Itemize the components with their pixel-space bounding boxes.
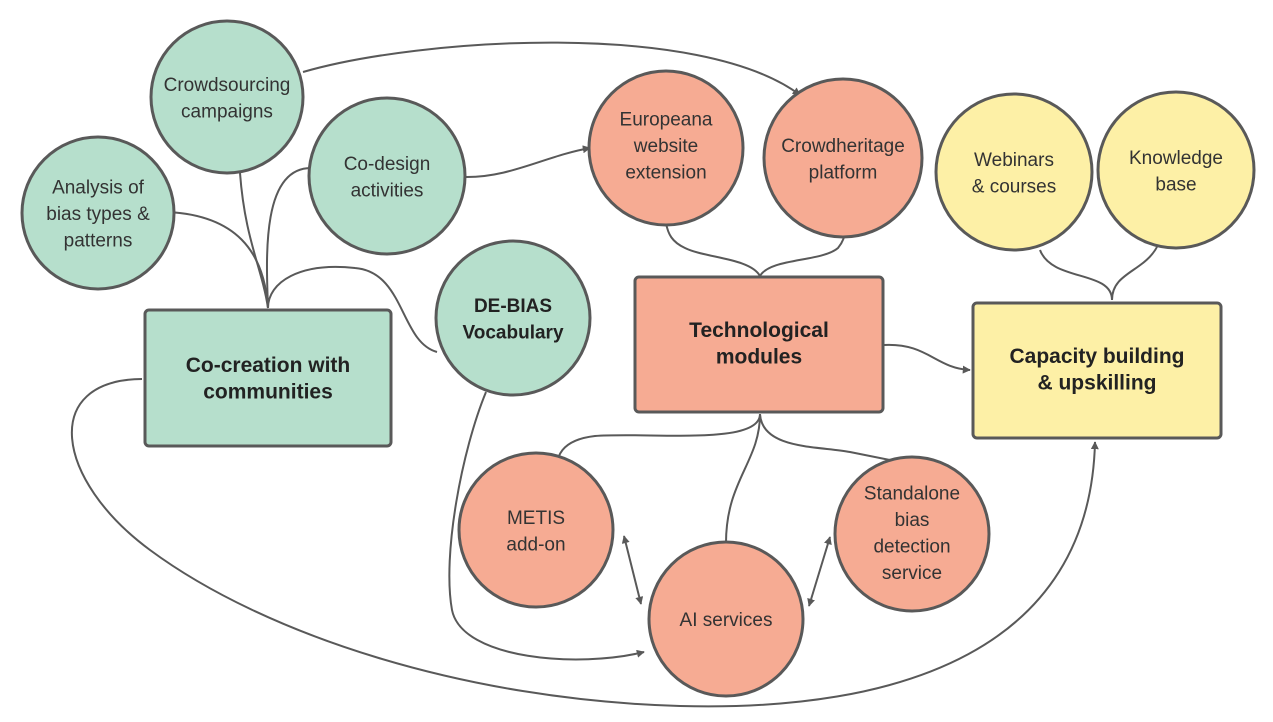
node-codesign-shape [307, 96, 467, 256]
node-label-line: service [882, 563, 942, 584]
node-crowdsourcing: Crowdsourcing campaigns [149, 19, 305, 175]
node-crowdheritage-shape [762, 77, 924, 239]
edge-tech-to-europeana [665, 222, 761, 277]
node-capacity-label: Capacity building & upskilling [1009, 345, 1184, 395]
node-label-line: Technological [689, 319, 829, 342]
node-label-line: DE-BIAS [474, 296, 552, 317]
edge-metis-ai [621, 535, 644, 605]
node-label-line: Co-creation with [186, 354, 351, 377]
node-ai-services-shape [647, 540, 805, 698]
node-label-line: communities [203, 380, 333, 403]
node-knowledge-label: Knowledge base [1129, 148, 1223, 196]
edge-debias-to-ai [448, 391, 645, 661]
node-label-line: activities [351, 180, 424, 201]
node-label-line: base [1155, 174, 1196, 195]
node-label-line: Standalone [864, 483, 960, 504]
node-label-line: Vocabulary [462, 322, 563, 343]
node-webinars-shape [934, 92, 1094, 252]
node-tech-shape [633, 275, 885, 414]
node-crowdsourcing-label: Crowdsourcing campaigns [164, 75, 291, 123]
node-crowdheritage: Crowdheritage platform [762, 77, 924, 239]
node-debias-shape [434, 239, 592, 397]
edge-knowledge-to-capacity [1111, 244, 1159, 301]
node-knowledge: Knowledge base [1096, 90, 1256, 250]
node-label-line: Webinars [974, 150, 1054, 171]
node-debias-label: DE-BIAS Vocabulary [462, 296, 563, 344]
edge-cocreation-to-crowdsourcing [239, 172, 269, 309]
node-europeana-label: Europeana website extension [620, 110, 713, 184]
node-analysis: Analysis of bias types & patterns [20, 135, 176, 291]
node-crowdsourcing-shape [149, 19, 305, 175]
node-label-line: modules [716, 345, 802, 368]
node-analysis-shape [20, 135, 176, 291]
node-label-line: Europeana [620, 110, 713, 131]
node-label-line: & courses [972, 176, 1056, 197]
node-label-line: AI services [680, 610, 773, 631]
edge-cocreation-to-analysis [168, 211, 269, 309]
node-label-line: website [633, 136, 698, 157]
node-webinars-label: Webinars & courses [972, 150, 1056, 198]
node-debias: DE-BIAS Vocabulary [434, 239, 592, 397]
node-co-creation: Co-creation with communities [143, 308, 393, 448]
node-standalone-label: Standalone bias detection service [864, 483, 960, 584]
edge-codesign-to-europeana [463, 145, 591, 179]
node-label-line: platform [809, 162, 878, 183]
edge-cocreation-to-debias [267, 265, 438, 353]
edge-tech-to-capacity [883, 343, 971, 374]
node-standalone: Standalone bias detection service [833, 455, 991, 613]
edge-tech-to-ai [725, 413, 761, 544]
node-label-line: Analysis of [52, 178, 145, 199]
node-tech-label: Technological modules [689, 319, 829, 369]
node-label-line: Crowdsourcing [164, 75, 291, 96]
node-label-line: extension [625, 163, 706, 184]
edge-tech-to-metis [555, 413, 761, 471]
edge-cocreation-to-codesign [265, 167, 312, 309]
node-europeana-shape [587, 69, 745, 227]
node-metis-shape [457, 451, 615, 609]
edge-webinars-to-capacity [1039, 249, 1113, 301]
node-webinars: Webinars & courses [934, 92, 1094, 252]
node-label-line: detection [873, 536, 950, 557]
node-label-line: patterns [64, 231, 133, 252]
edge-tech-to-standalone [759, 413, 891, 461]
node-codesign-label: Co-design activities [344, 154, 431, 202]
node-crowdheritage-label: Crowdheritage platform [781, 136, 905, 184]
edge-ai-standalone [807, 536, 832, 607]
node-ai-services-label: AI services [680, 610, 773, 631]
node-label-line: Crowdheritage [781, 136, 905, 157]
node-label-line: & upskilling [1037, 371, 1156, 394]
node-codesign: Co-design activities [307, 96, 467, 256]
node-knowledge-shape [1096, 90, 1256, 250]
connectors [71, 41, 1159, 708]
node-label-line: Capacity building [1009, 345, 1184, 368]
node-capacity-shape [971, 301, 1223, 440]
node-label-line: METIS [507, 508, 565, 529]
node-label-line: bias types & [46, 204, 150, 225]
node-tech: Technological modules [633, 275, 885, 414]
edge-cocreation-to-capacity [71, 378, 1099, 708]
node-label-line: campaigns [181, 101, 273, 122]
node-label-line: Co-design [344, 154, 431, 175]
node-co-creation-shape [143, 308, 393, 448]
node-capacity: Capacity building & upskilling [971, 301, 1223, 440]
node-standalone-shape [833, 455, 991, 613]
node-co-creation-label: Co-creation with communities [186, 354, 351, 404]
node-metis-label: METIS add-on [506, 508, 565, 556]
node-label-line: Knowledge [1129, 148, 1223, 169]
node-ai-services: AI services [647, 540, 805, 698]
node-metis: METIS add-on [457, 451, 615, 609]
node-label-line: add-on [506, 534, 565, 555]
node-analysis-label: Analysis of bias types & patterns [46, 178, 150, 252]
edge-crowdsourcing-to-crowdheritage [302, 41, 801, 96]
node-label-line: bias [895, 510, 930, 531]
node-europeana: Europeana website extension [587, 69, 745, 227]
